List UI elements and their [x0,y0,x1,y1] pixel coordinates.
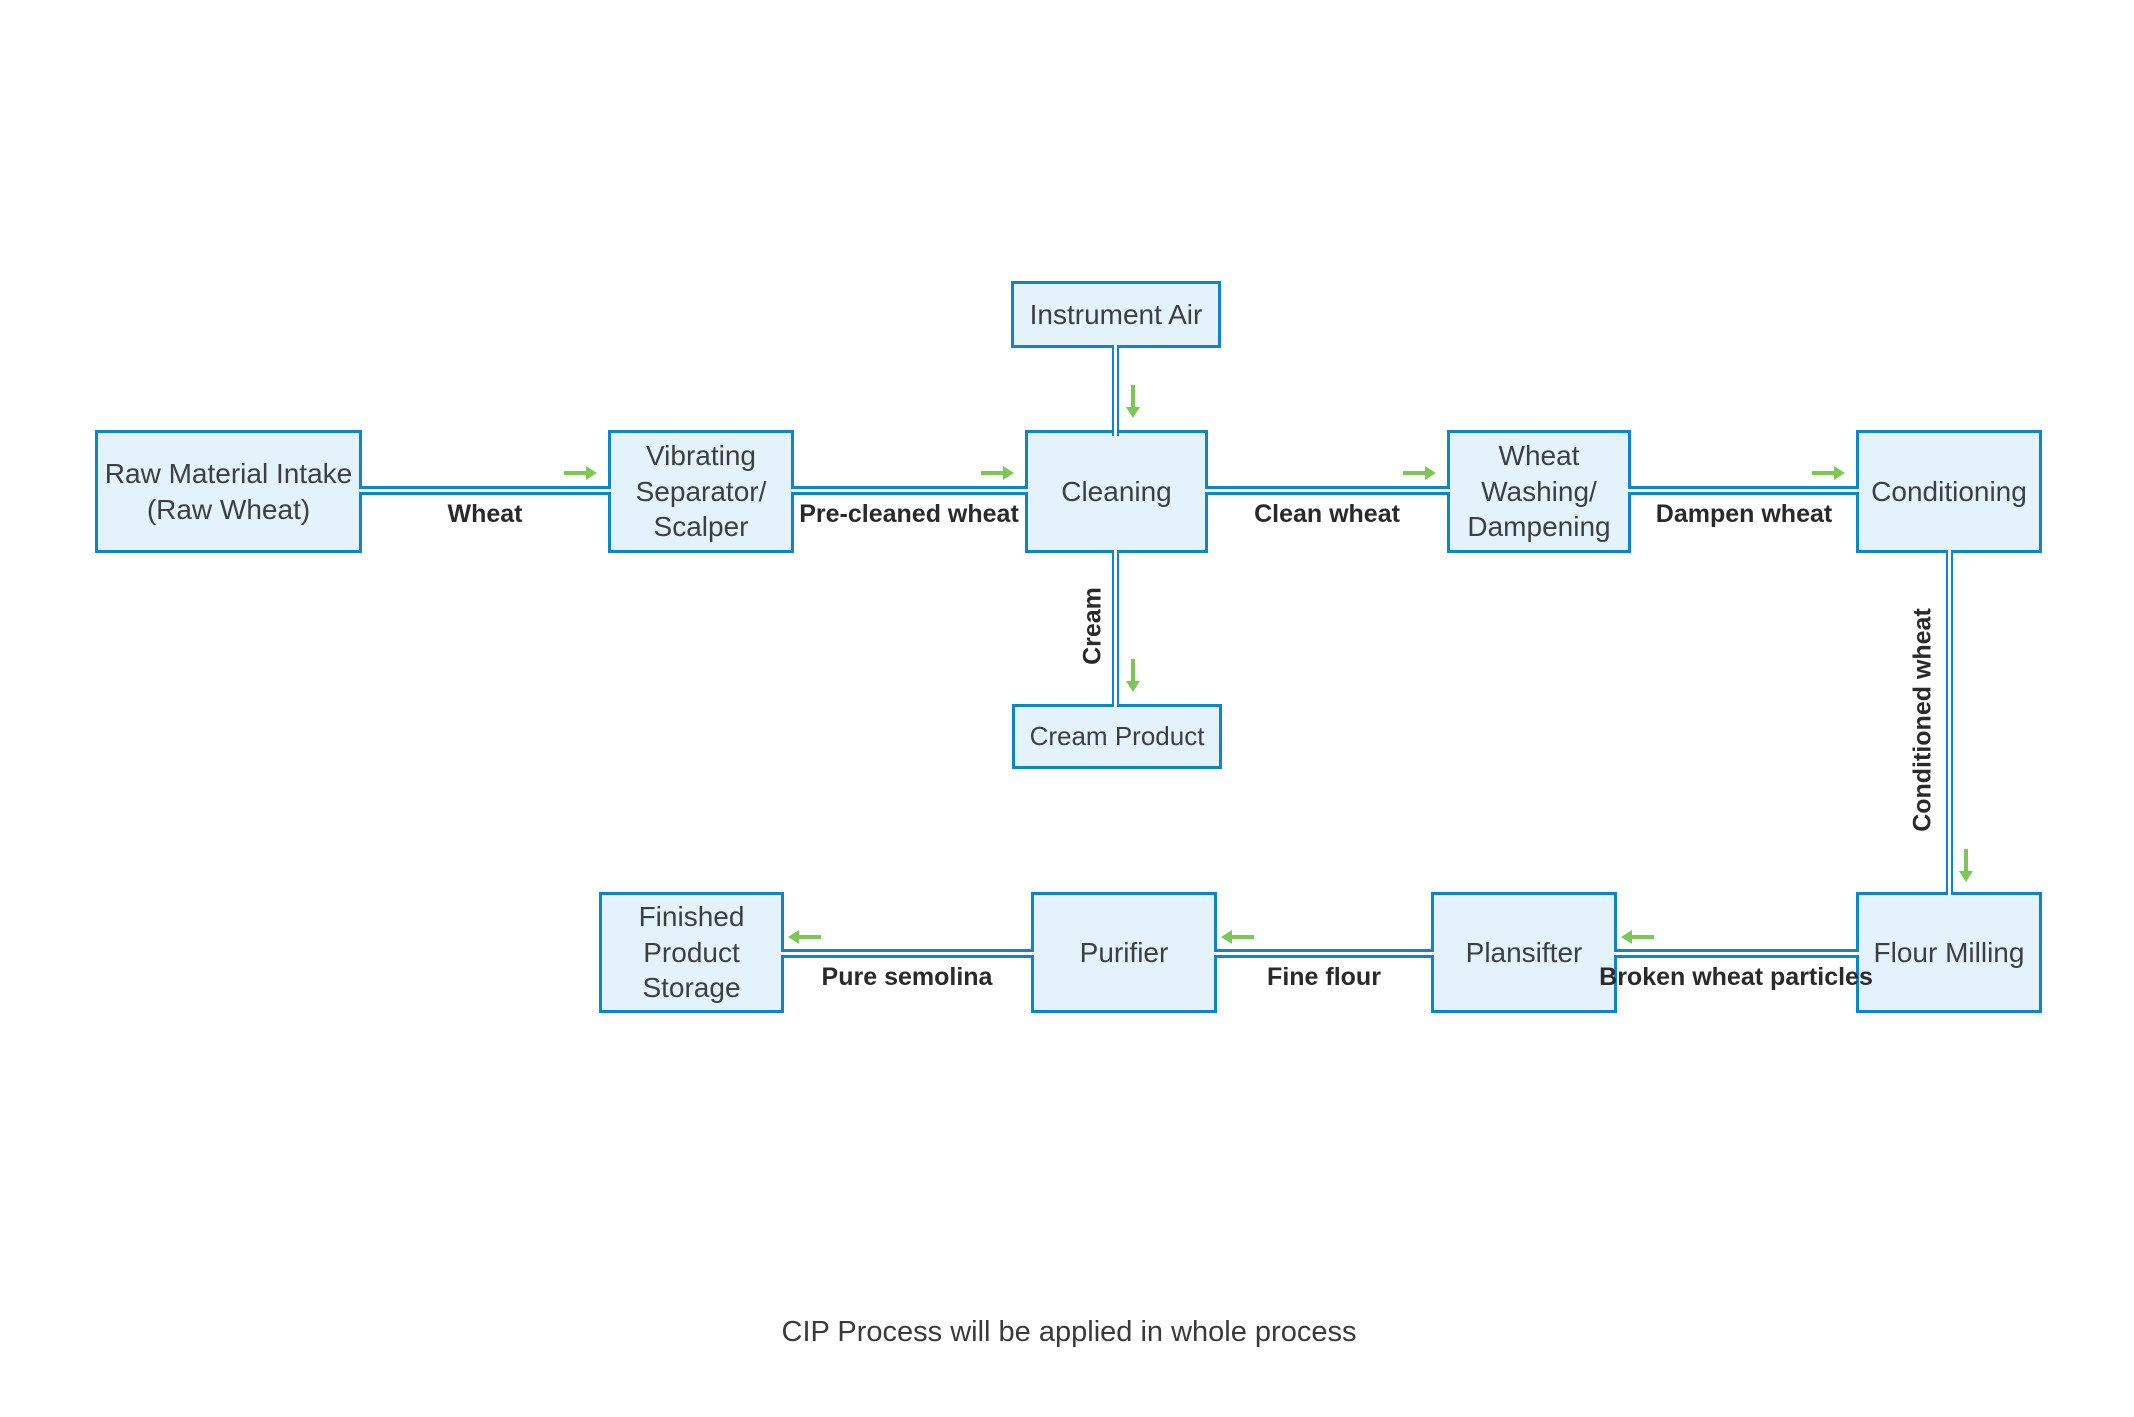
pipe-plansifter-to-purifier [1214,949,1434,958]
edge-label-wheat: Wheat [447,500,523,528]
edge-label-dampen-wheat: Dampen wheat [1655,500,1833,528]
node-plansifter: Plansifter [1431,892,1617,1013]
node-purifier: Purifier [1031,892,1217,1013]
flow-arrow-right-icon [1812,466,1845,480]
cip-process-note: CIP Process will be applied in whole pro… [781,1316,1357,1348]
pipe-cleaning-to-washing [1205,486,1450,495]
flow-arrow-down-icon [1959,849,1973,882]
pipe-washing-to-conditioning [1628,486,1859,495]
node-wheat-washing-dampening: Wheat Washing/ Dampening [1447,430,1631,553]
node-instrument-air: Instrument Air [1011,281,1221,348]
edge-label-conditioned-wheat: Conditioned wheat [1908,608,1937,832]
node-cleaning: Cleaning [1025,430,1208,553]
pipe-purifier-to-finished-storage [781,949,1034,958]
edge-label-broken-wheat-particles: Broken wheat particles [1599,963,1873,991]
node-cream-product: Cream Product [1012,704,1222,769]
pipe-conditioning-to-flour-milling [1946,550,1953,895]
flow-arrow-left-icon [1621,930,1654,944]
edge-label-pure-semolina: Pure semolina [821,963,993,991]
flow-arrow-left-icon [788,930,821,944]
pipe-instrument-air-to-cleaning [1112,345,1119,436]
node-raw-material-intake: Raw Material Intake (Raw Wheat) [95,430,362,553]
node-finished-product-storage: Finished Product Storage [599,892,784,1013]
edge-label-clean-wheat: Clean wheat [1254,500,1400,528]
edge-label-pre-cleaned-wheat: Pre-cleaned wheat [799,500,1019,528]
pipe-cleaning-to-cream-product [1112,550,1119,707]
pipe-vibrating-to-cleaning [791,486,1028,495]
pipe-raw-to-vibrating [359,486,611,495]
pipe-flour-milling-to-plansifter [1614,949,1859,958]
flow-arrow-right-icon [564,466,597,480]
flow-arrow-down-icon [1126,659,1140,692]
node-flour-milling: Flour Milling [1856,892,2042,1013]
flow-arrow-left-icon [1221,930,1254,944]
flow-arrow-right-icon [981,466,1014,480]
edge-label-cream: Cream [1078,587,1107,665]
flow-arrow-right-icon [1403,466,1436,480]
flow-arrow-down-icon [1126,385,1140,418]
node-vibrating-separator-scalper: Vibrating Separator/ Scalper [608,430,794,553]
edge-label-fine-flour: Fine flour [1267,963,1381,991]
node-conditioning: Conditioning [1856,430,2042,553]
